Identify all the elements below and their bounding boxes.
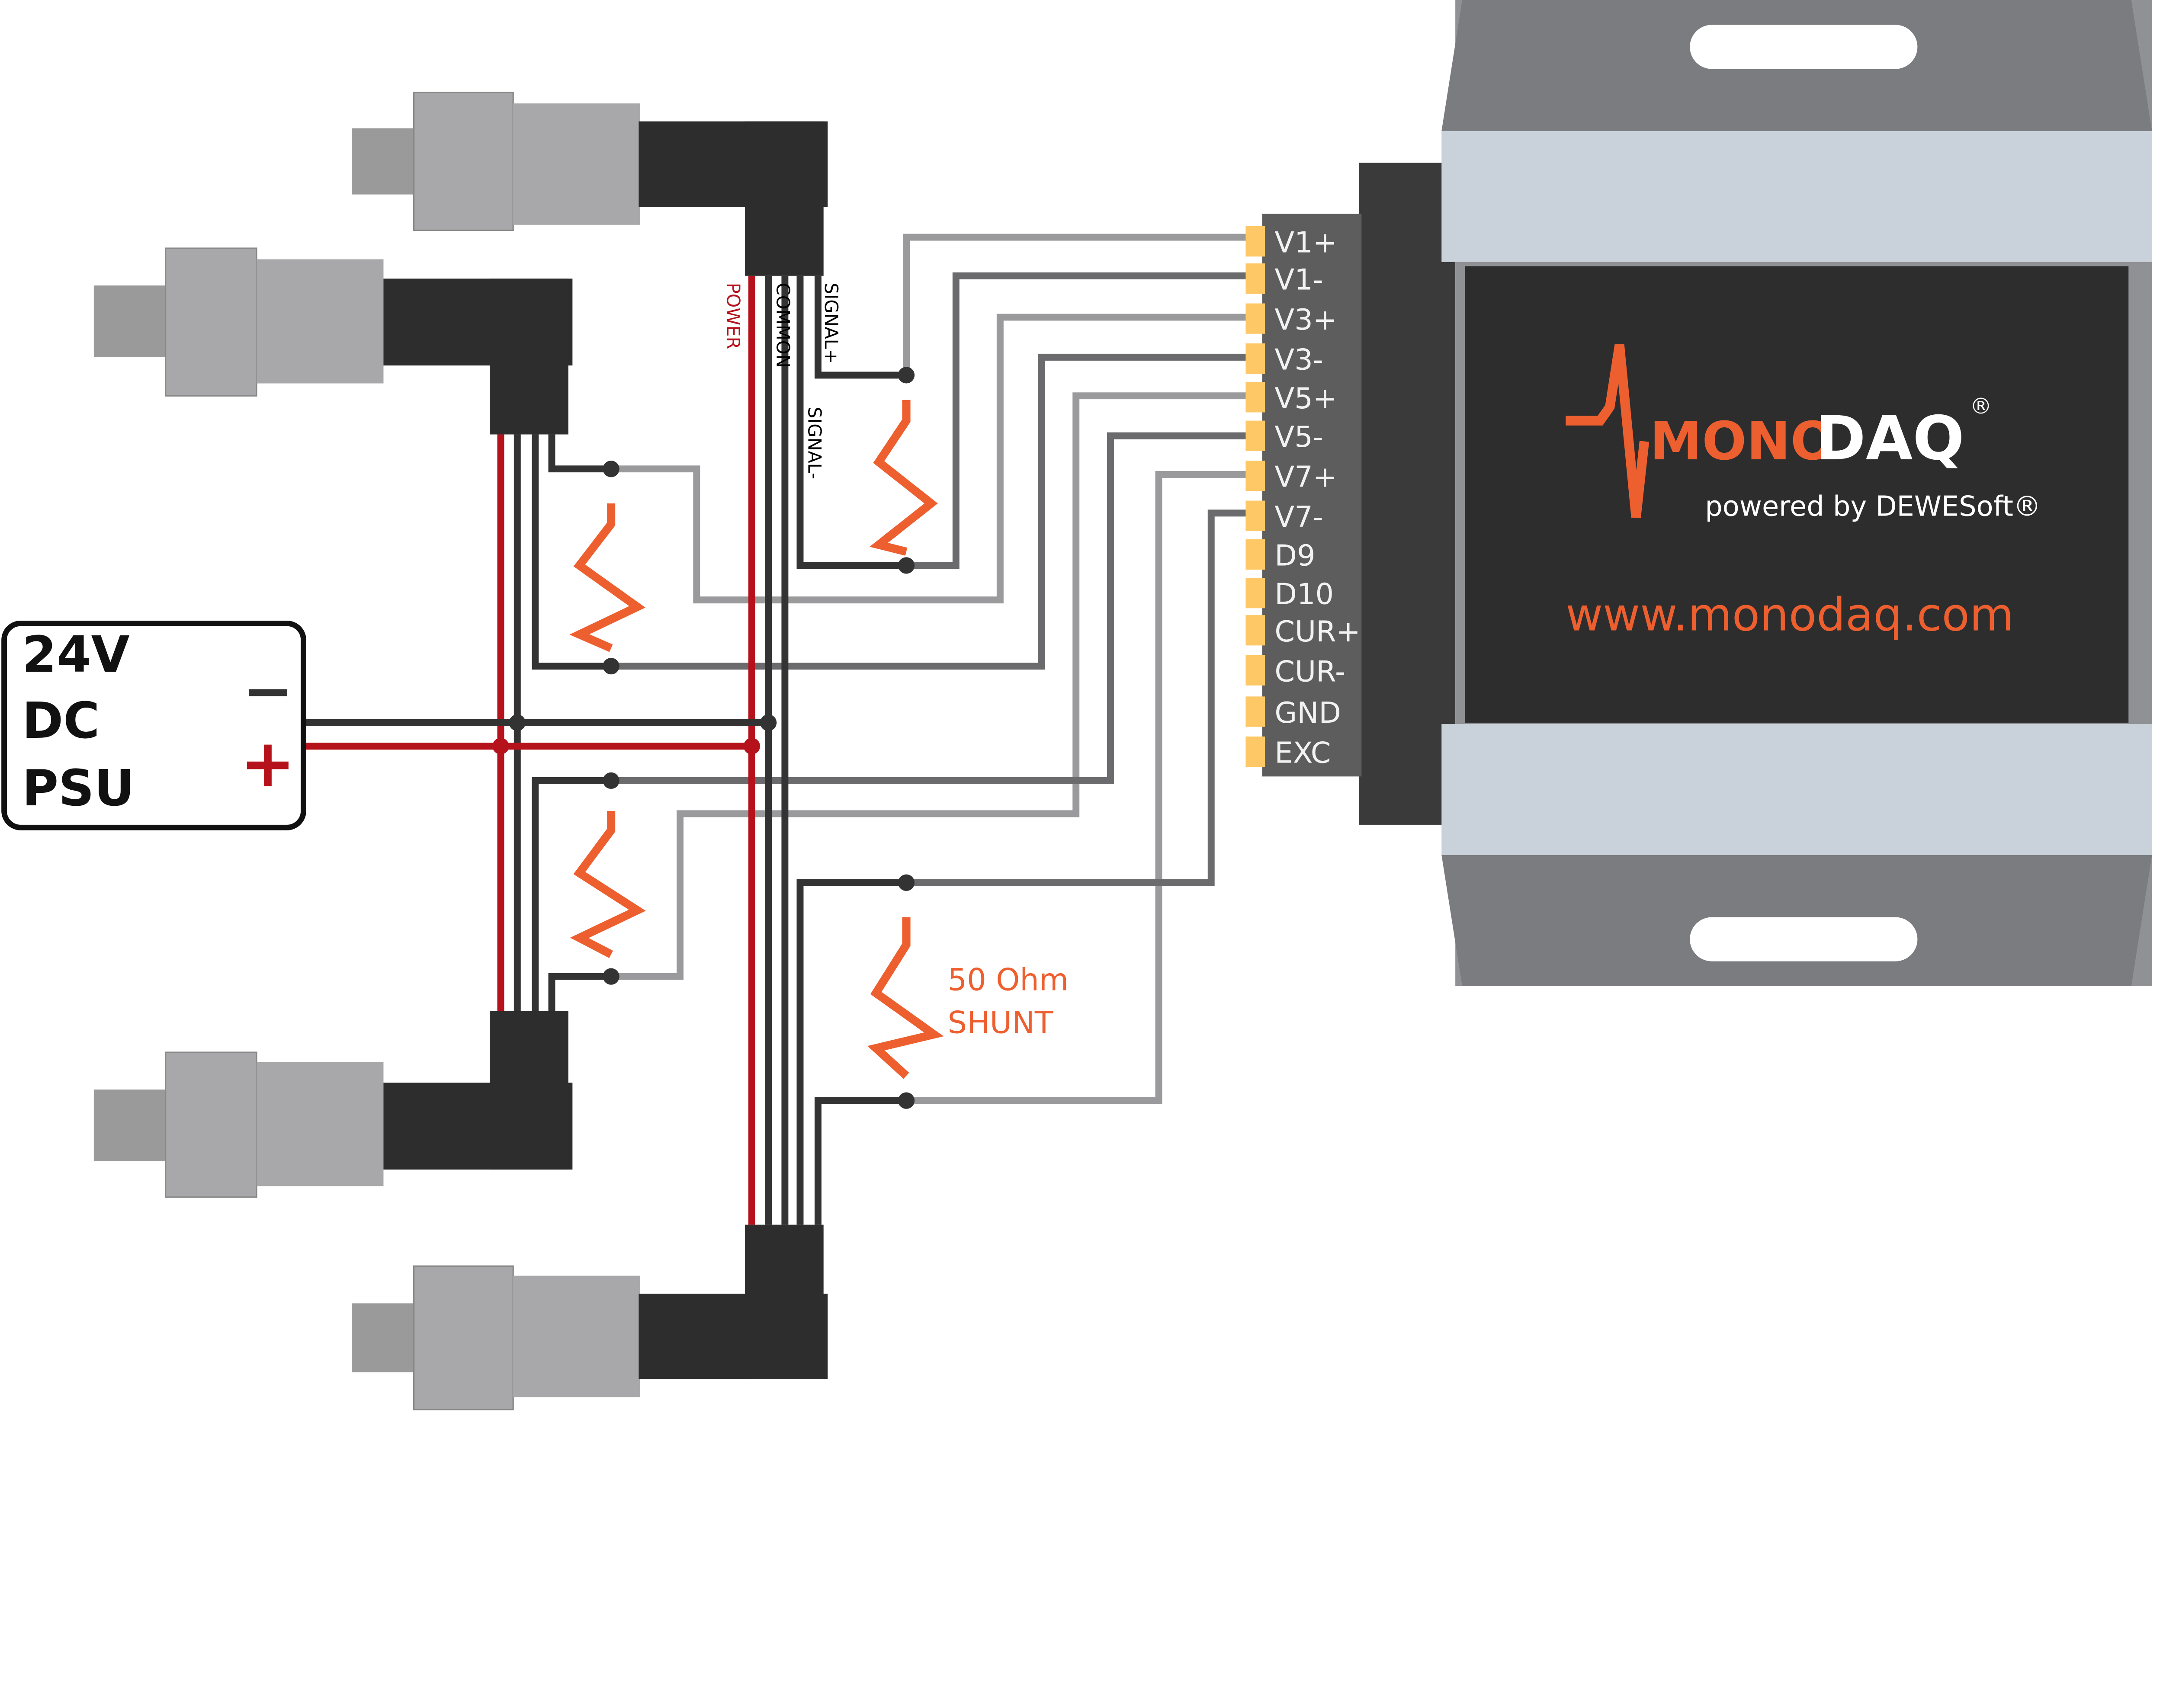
- powered-by-text: powered by DEWESoft®: [1705, 491, 2041, 523]
- pressure-sensor-3: [93, 1011, 573, 1198]
- junction-dot: [760, 714, 777, 731]
- terminal-label: D10: [1274, 577, 1334, 611]
- terminal-pin: [1245, 226, 1265, 257]
- terminal-pin: [1245, 655, 1265, 686]
- terminal-pin: [1245, 615, 1265, 646]
- psu-label: PSU: [22, 759, 135, 817]
- terminal-label: GND: [1274, 696, 1341, 730]
- logo-panel: [1465, 266, 2129, 723]
- pressure-sensor-2: [93, 247, 573, 435]
- terminal-label: V7-: [1274, 500, 1323, 534]
- junction-dot: [898, 874, 915, 891]
- junction-dot: [603, 968, 619, 985]
- bottom-mount-slot: [1690, 917, 1918, 961]
- shunt-value-label: 50 Ohm: [948, 962, 1069, 998]
- signal-minus-lead-2: [532, 434, 611, 670]
- connector-housing: [1358, 163, 1456, 825]
- signal-plus-label: SIGNAL+: [821, 283, 841, 364]
- signal-plus-lead-1: [814, 276, 907, 379]
- terminal-pin: [1245, 578, 1265, 609]
- signal-minus-lead-3: [548, 973, 611, 1011]
- terminal-pin: [1245, 500, 1265, 531]
- wire-v1-minus: [906, 272, 1246, 569]
- terminal-pin: [1245, 343, 1265, 374]
- power-label: POWER: [722, 283, 743, 349]
- terminal-label: V7+: [1274, 460, 1337, 494]
- terminal-label: CUR+: [1274, 615, 1360, 648]
- psu-plus-terminal: +: [240, 725, 295, 802]
- psu-box: [1, 620, 306, 830]
- signal-plus-lead-4: [796, 879, 907, 1225]
- junction-dot: [603, 658, 619, 675]
- resistor-2-icon: [569, 503, 645, 652]
- terminal-label: CUR-: [1274, 654, 1345, 688]
- terminal-label: EXC: [1274, 736, 1331, 769]
- wiring-diagram: MONO DAQ ® powered by DEWESoft® www.mono…: [1, 0, 2152, 1410]
- wire-v7-plus: [906, 471, 1246, 1104]
- shunt-resistor-icon: [867, 917, 944, 1079]
- terminal-strip: [1262, 214, 1362, 777]
- terminal-pin: [1245, 696, 1265, 727]
- wire-v5-plus: [611, 392, 1246, 980]
- terminal-pin: [1245, 736, 1265, 767]
- terminal-pin: [1245, 263, 1265, 294]
- device-url[interactable]: www.monodaq.com: [1566, 588, 2014, 641]
- monodaq-device: MONO DAQ ® powered by DEWESoft® www.mono…: [1358, 0, 2152, 986]
- terminal-pin: [1245, 539, 1265, 570]
- terminal-label: V5+: [1274, 381, 1337, 415]
- signal-minus-lead-4: [814, 1097, 907, 1225]
- logo-daq: DAQ: [1815, 404, 1964, 474]
- wire-v3-minus: [611, 353, 1246, 670]
- signal-minus-lead-1: [796, 276, 907, 569]
- terminal-label: V1+: [1274, 226, 1337, 260]
- terminal-pin: [1245, 461, 1265, 491]
- signal-minus-label: SIGNAL-: [804, 407, 825, 479]
- resistor-1-icon: [870, 400, 938, 556]
- wire-v3-plus: [611, 314, 1246, 604]
- junction-dot: [898, 1092, 915, 1109]
- terminal-label: V5-: [1274, 420, 1323, 454]
- signal-plus-lead-2: [548, 434, 611, 473]
- common-label: COMMON: [772, 283, 793, 368]
- psu-voltage: 24V: [22, 626, 130, 684]
- logo-mono: MONO: [1650, 411, 1835, 472]
- junction-dot: [898, 367, 915, 384]
- terminal-pin: [1245, 382, 1265, 413]
- top-mount-slot: [1690, 25, 1918, 69]
- wire-v5-minus: [611, 432, 1246, 784]
- terminal-label: V3+: [1274, 303, 1337, 336]
- terminal-pin: [1245, 420, 1265, 451]
- junction-dot: [603, 461, 619, 477]
- pulse-logo-icon: [1566, 344, 1650, 518]
- registered-mark: ®: [1970, 394, 1992, 420]
- junction-dot: [492, 737, 509, 755]
- psu-minus-terminal: −: [243, 656, 294, 726]
- pressure-sensor-1: [352, 92, 828, 276]
- bottom-band: [1441, 724, 2152, 856]
- junction-dot: [898, 557, 915, 574]
- junction-dot: [743, 737, 761, 755]
- junction-dot: [603, 772, 619, 789]
- signal-plus-lead-3: [532, 777, 611, 1011]
- terminal-pin: [1245, 303, 1265, 334]
- pressure-sensor-4: [352, 1224, 828, 1410]
- terminal-label: V3-: [1274, 343, 1323, 377]
- top-band: [1441, 131, 2152, 262]
- wire-v1-plus: [903, 234, 1246, 375]
- resistor-3-icon: [570, 811, 646, 958]
- terminal-label: V1-: [1274, 263, 1323, 297]
- junction-dot: [509, 714, 526, 731]
- shunt-type-label: SHUNT: [948, 1005, 1054, 1040]
- wire-v7-minus: [906, 510, 1246, 886]
- power-supply: 24V DC PSU − +: [1, 620, 306, 830]
- psu-type: DC: [22, 692, 100, 750]
- terminal-label: D9: [1274, 538, 1315, 572]
